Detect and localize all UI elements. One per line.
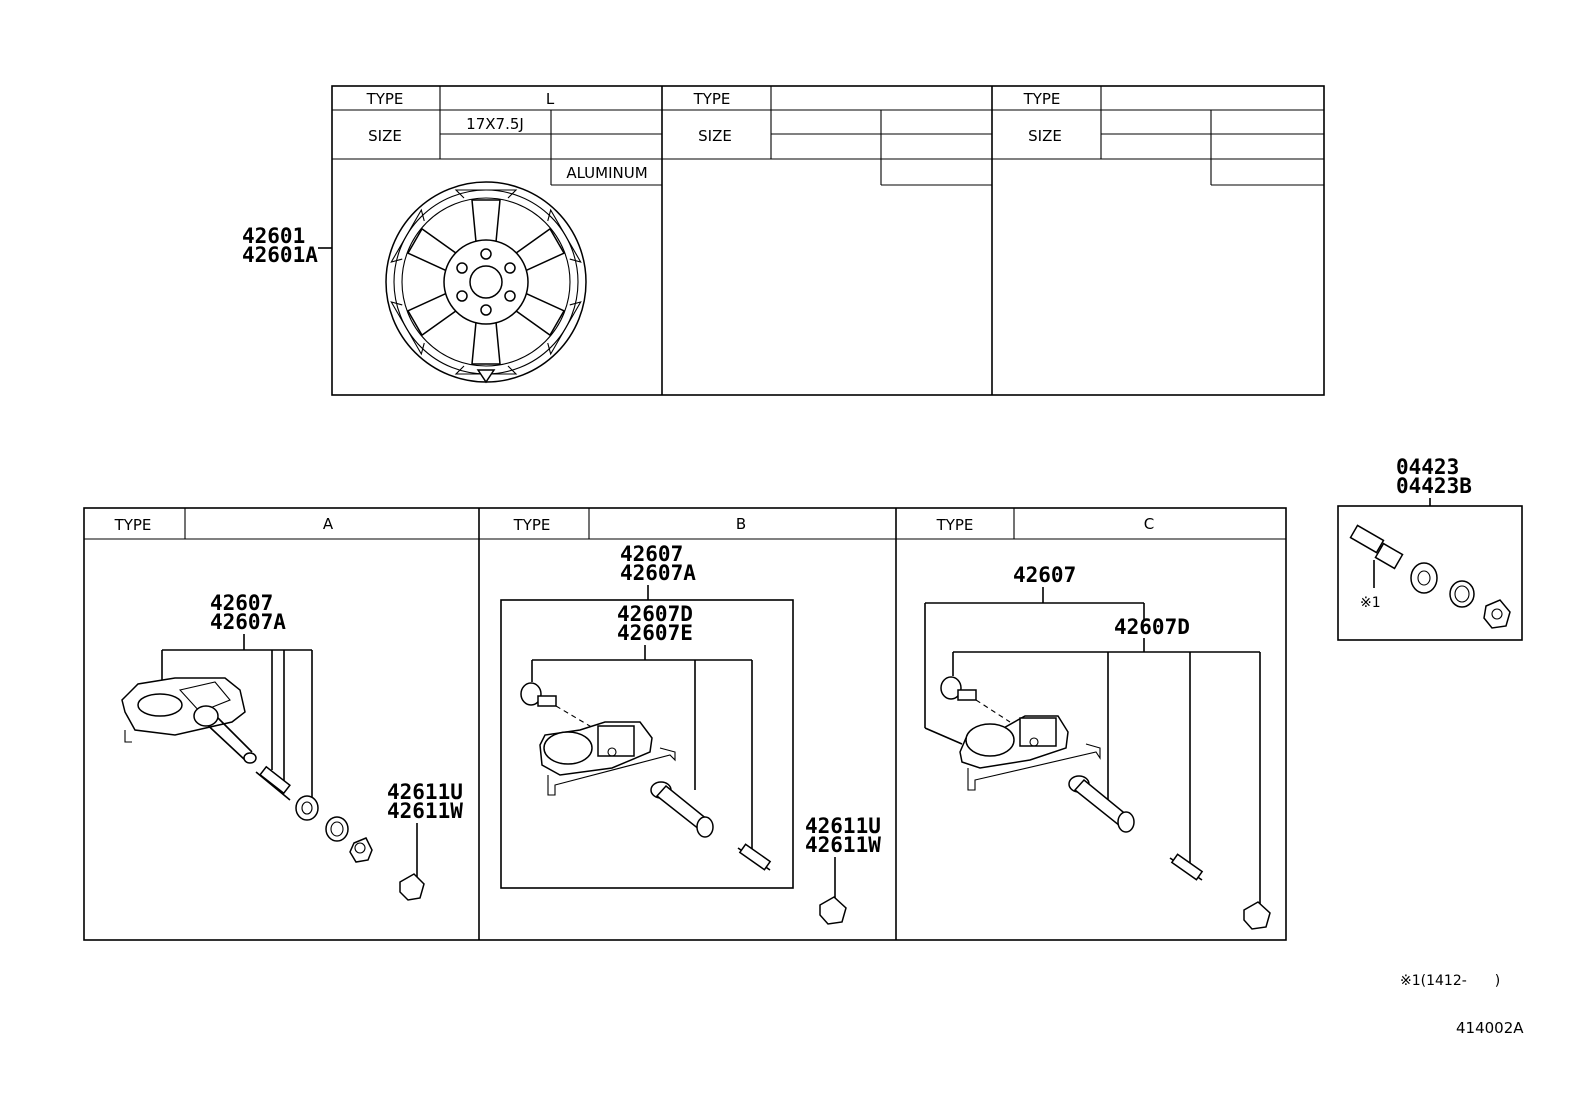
valve-core-icon xyxy=(1169,853,1204,881)
tpms-sensor-icon xyxy=(121,677,257,764)
valve-stem-icon xyxy=(650,781,714,838)
valve-cap-icon xyxy=(819,896,847,925)
wheel-col1-type-label: TYPE xyxy=(366,90,404,108)
wheel-col1-type-value: L xyxy=(546,90,555,108)
valve-cap-icon xyxy=(1243,901,1271,930)
panel-c: 42607 42607D xyxy=(924,563,1271,930)
grommet-icon xyxy=(295,795,319,821)
wheel-table: TYPE L SIZE 17X7.5J ALUMINUM TYPE SIZE T… xyxy=(242,85,1325,396)
valve-stem-icon xyxy=(1068,775,1135,833)
washer-icon xyxy=(1449,580,1475,608)
nut-icon xyxy=(1483,599,1511,629)
panel-b-cap-number-1: 42611U xyxy=(805,814,881,838)
panel-c-type-value: C xyxy=(1144,515,1154,533)
valve-kit-number-1: 04423 xyxy=(1396,455,1459,479)
tpms-sensor-icon xyxy=(959,715,1101,791)
alloy-wheel-icon xyxy=(385,181,587,384)
wheel-col3-size-label: SIZE xyxy=(1028,127,1062,145)
panel-a-type-value: A xyxy=(323,515,334,533)
valve-kit-note-mark: ※1 xyxy=(1360,595,1381,611)
panel-b-part-number-2: 42607A xyxy=(620,561,696,585)
wheel-col2-type-label: TYPE xyxy=(693,90,731,108)
panel-b-type-label: TYPE xyxy=(513,516,551,534)
panel-a-part-number-2: 42607A xyxy=(210,610,286,634)
wheel-col1-size-value: 17X7.5J xyxy=(466,115,524,133)
panel-b: 42607 42607A 42607D 42607E xyxy=(500,542,881,925)
screw-icon xyxy=(940,676,1011,723)
diagram-id: 414002A xyxy=(1456,1019,1524,1037)
panel-c-type-label: TYPE xyxy=(936,516,974,534)
valve-core-icon xyxy=(1349,524,1404,570)
screw-icon xyxy=(520,682,601,733)
sensor-table: TYPE A TYPE B TYPE C 42607 42607A xyxy=(83,507,1287,941)
grommet-icon xyxy=(1410,562,1438,594)
wheel-col1-material: ALUMINUM xyxy=(566,164,647,182)
wheel-part-number-1: 42601 xyxy=(242,224,305,248)
panel-a-cap-number-2: 42611W xyxy=(387,799,463,823)
wheel-part-number-2: 42601A xyxy=(242,243,318,267)
washer-icon xyxy=(325,816,349,842)
valve-core-icon xyxy=(737,843,772,871)
panel-b-part-number-1: 42607 xyxy=(620,542,683,566)
wheel-col2-size-label: SIZE xyxy=(698,127,732,145)
wheel-col3-type-label: TYPE xyxy=(1023,90,1061,108)
valve-kit-number-2: 04423B xyxy=(1396,474,1472,498)
panel-b-cap-number-2: 42611W xyxy=(805,833,881,857)
footnote: ※1(1412- ) xyxy=(1400,973,1500,989)
valve-core-icon xyxy=(255,765,291,801)
panel-c-sub-number-1: 42607D xyxy=(1114,615,1190,639)
panel-a: 42607 42607A xyxy=(121,591,463,901)
panel-a-part-number-1: 42607 xyxy=(210,591,273,615)
panel-a-type-label: TYPE xyxy=(114,516,152,534)
tpms-sensor-icon xyxy=(539,721,676,796)
panel-c-part-number-1: 42607 xyxy=(1013,563,1076,587)
nut-icon xyxy=(349,837,373,863)
valve-cap-icon xyxy=(399,873,425,901)
valve-kit: 04423 04423B ※1 xyxy=(1337,455,1523,641)
panel-b-sub-number-2: 42607E xyxy=(617,621,693,645)
wheel-col1-size-label: SIZE xyxy=(368,127,402,145)
panel-a-cap-number-1: 42611U xyxy=(387,780,463,804)
panel-b-sub-number-1: 42607D xyxy=(617,602,693,626)
panel-b-type-value: B xyxy=(736,515,746,533)
